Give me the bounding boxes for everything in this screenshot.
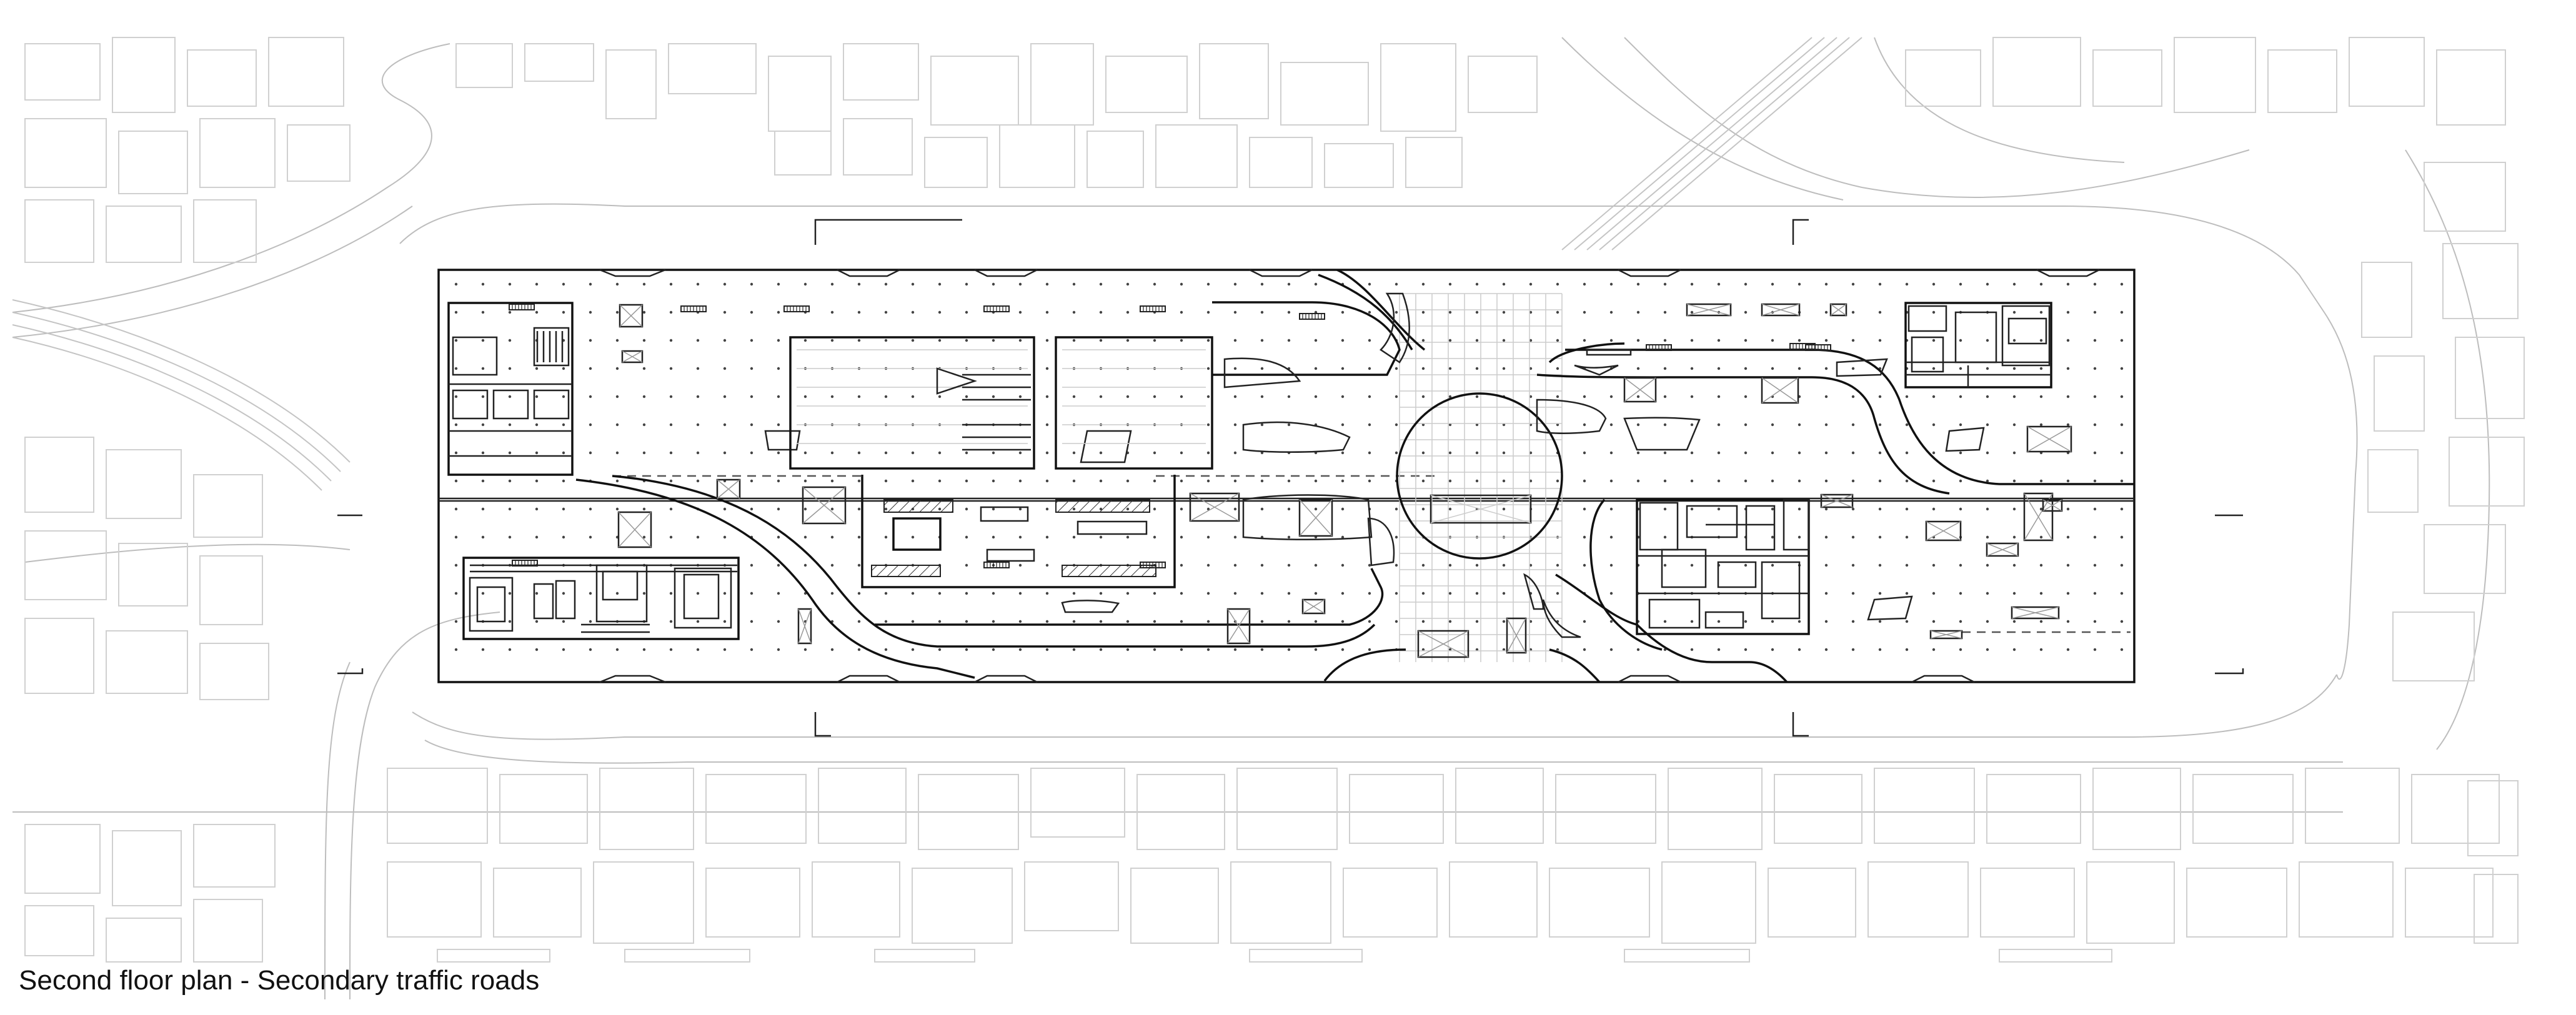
secondary-traffic-roads xyxy=(575,269,2134,683)
plan-caption: Second floor plan - Secondary traffic ro… xyxy=(19,965,540,996)
building-cores xyxy=(447,302,2052,640)
urban-context xyxy=(12,37,2525,1000)
stair-ticks xyxy=(509,304,1831,568)
atrium-voids xyxy=(789,336,1213,577)
central-plaza xyxy=(1396,293,1563,662)
shafts xyxy=(617,303,2072,658)
column-grid xyxy=(454,282,2124,651)
section-markers xyxy=(337,219,2244,737)
